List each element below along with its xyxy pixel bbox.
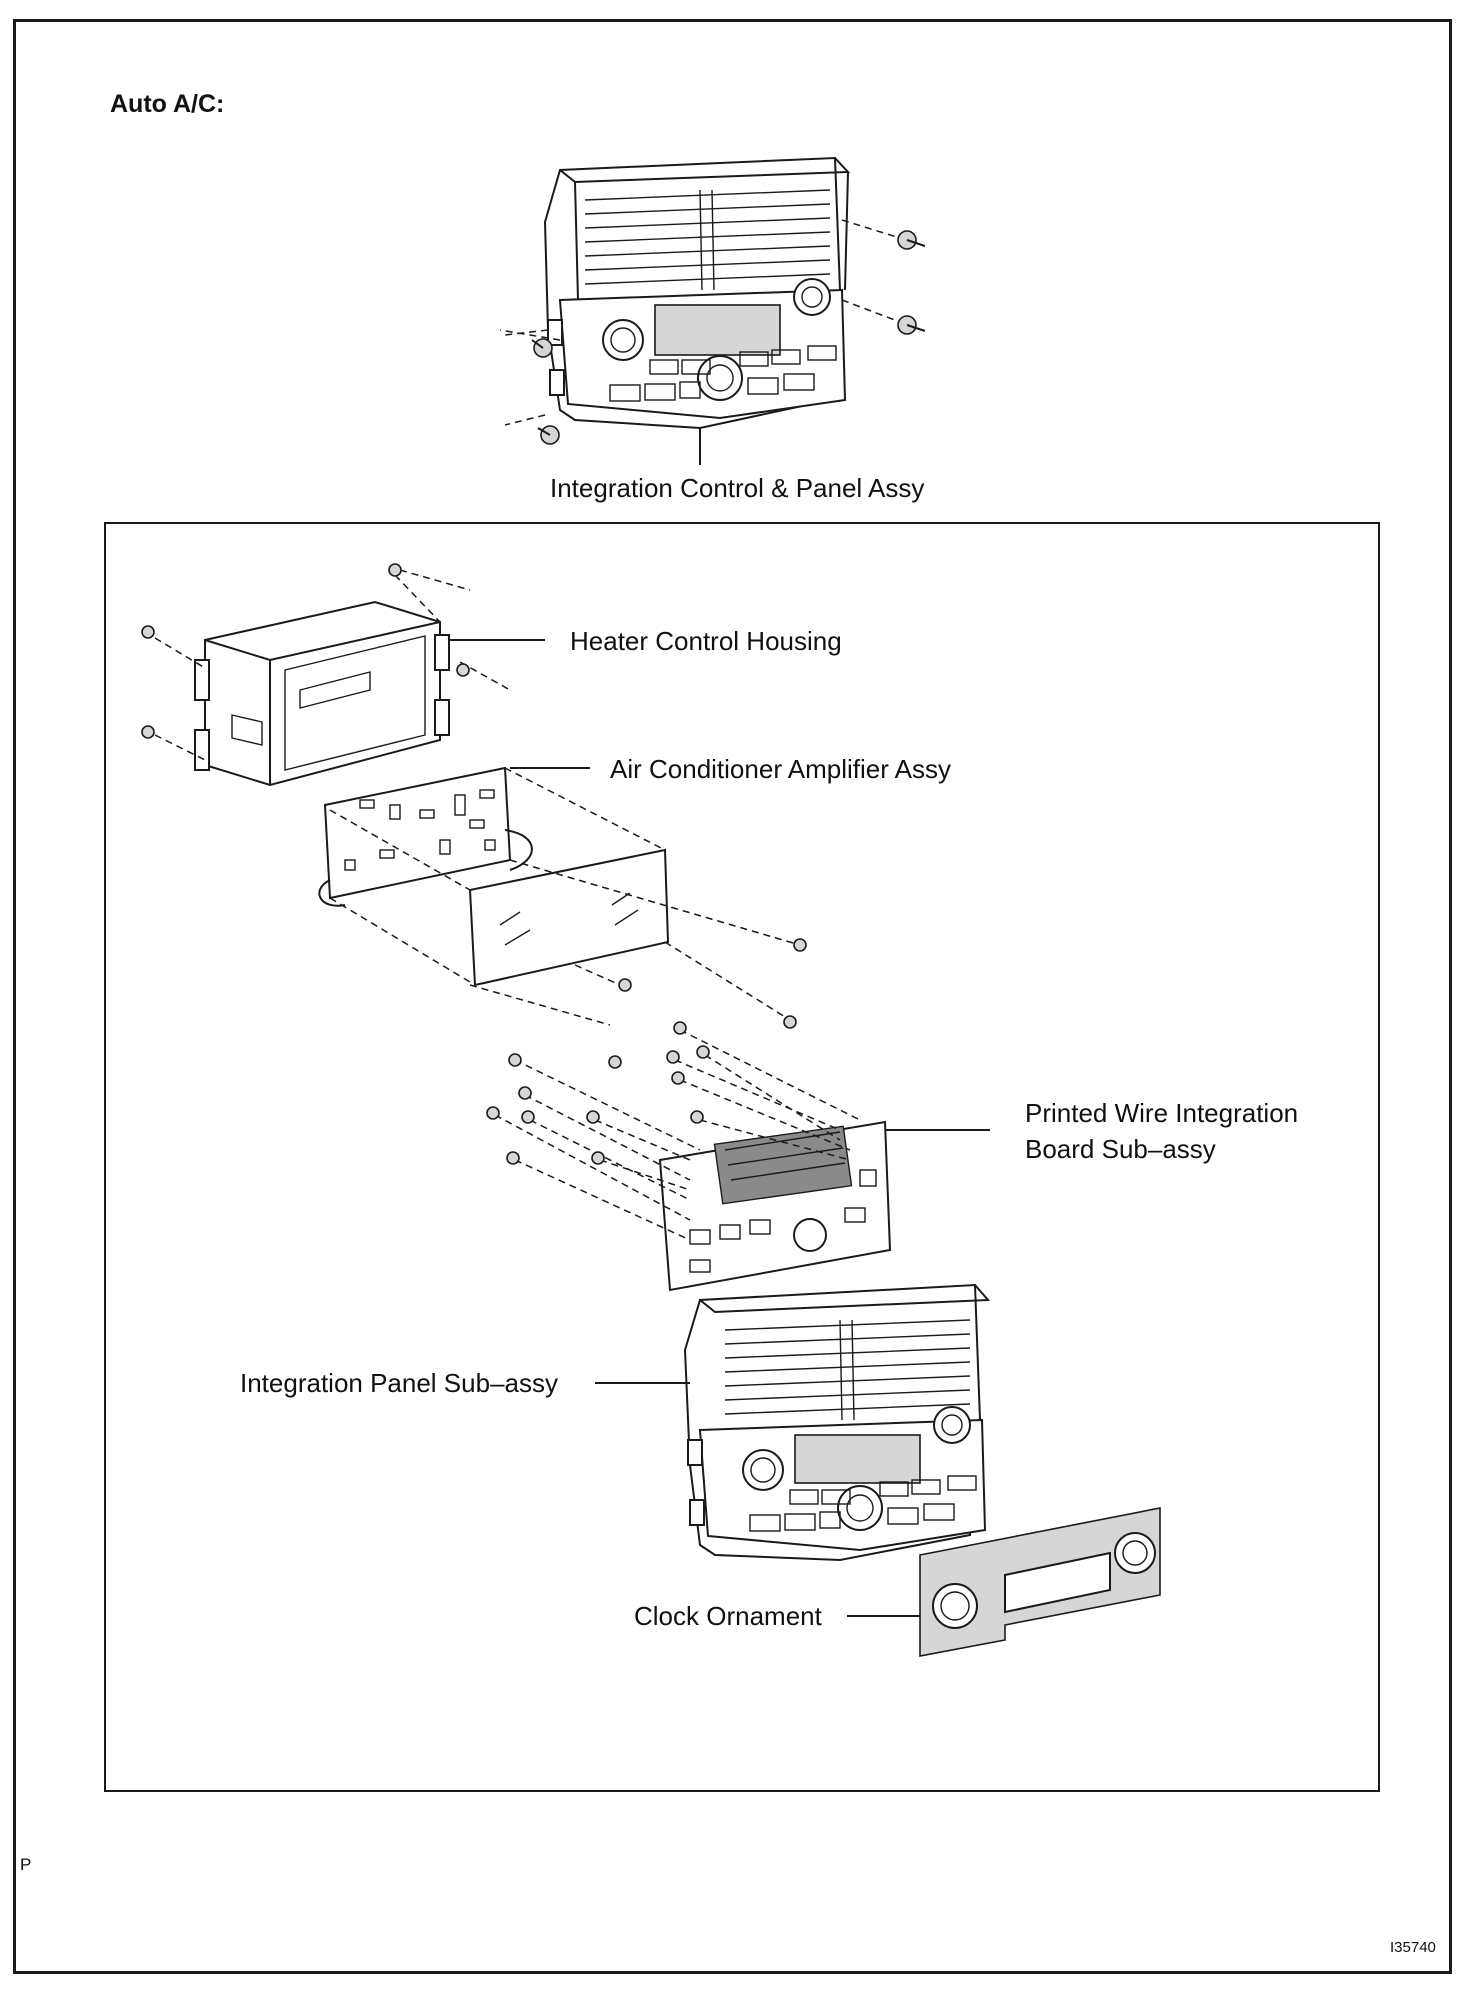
label-printed-wire-line1: Printed Wire Integration: [1025, 1098, 1299, 1128]
label-air-conditioner-amplifier-assy: Air Conditioner Amplifier Assy: [610, 754, 952, 784]
label-printed-wire-line2: Board Sub–assy: [1025, 1134, 1216, 1164]
label-heater-control-housing: Heater Control Housing: [570, 626, 842, 656]
label-clock-ornament: Clock Ornament: [634, 1601, 822, 1631]
integration-control-panel-assy-drawing: [499, 156, 926, 465]
exploded-view-frame: [104, 522, 1380, 1792]
label-integration-panel-sub-assy: Integration Panel Sub–assy: [240, 1368, 558, 1398]
printed-wire-integration-board-drawing: [486, 1021, 990, 1292]
label-integration-control-panel-assy: Integration Control & Panel Assy: [550, 473, 925, 503]
margin-mark: P: [20, 1855, 32, 1874]
integration-panel-sub-assy-drawing: [595, 1283, 991, 1562]
figure-id: I35740: [1390, 1939, 1436, 1956]
clock-ornament-drawing: [847, 1507, 1161, 1657]
heater-control-housing-drawing: [141, 563, 545, 787]
section-heading: Auto A/C:: [110, 90, 225, 118]
air-conditioner-amplifier-drawing: [318, 766, 807, 1069]
page-frame: [13, 19, 1452, 1974]
